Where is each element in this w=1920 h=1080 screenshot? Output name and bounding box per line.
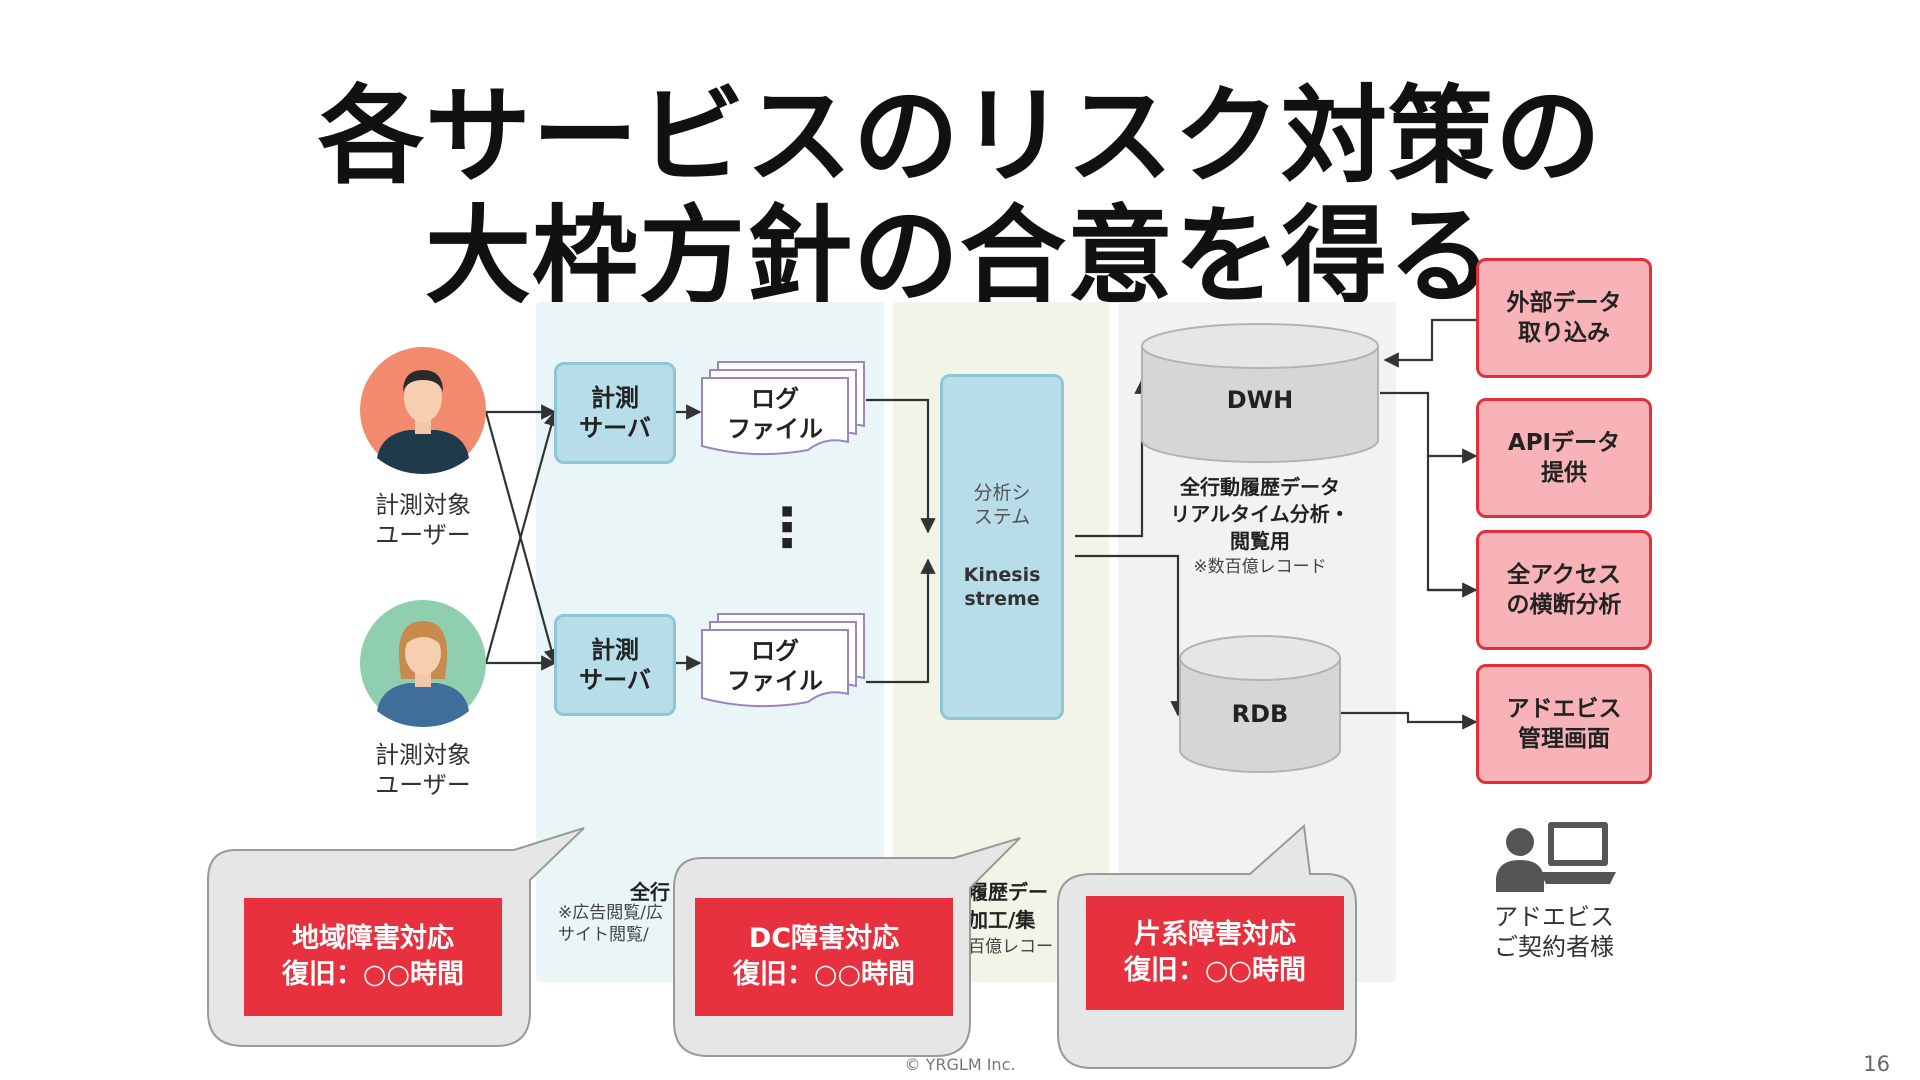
output-api-data: APIデータ 提供 bbox=[1476, 398, 1652, 518]
processing-band-note: 百億レコー bbox=[968, 937, 1053, 957]
measurement-server-top: 計測 サーバ bbox=[554, 362, 676, 464]
dwh-database-icon bbox=[1141, 323, 1379, 463]
processing-band-title: 履歴デー 加工/集 bbox=[968, 880, 1048, 932]
external-to-dwh-arrow bbox=[1383, 318, 1478, 368]
more-logs-ellipsis: ⋮ bbox=[760, 496, 814, 559]
slide-title-line2: 大枠方針の合意を得る bbox=[425, 195, 1495, 318]
output-external-data: 外部データ 取り込み bbox=[1476, 258, 1652, 378]
collection-band-title: 全行 bbox=[630, 880, 670, 904]
log-file-stack-top-icon bbox=[701, 361, 865, 456]
log-file-top: ログ ファイル bbox=[727, 385, 823, 443]
analysis-system-header: 分析シ ステム bbox=[973, 482, 1031, 528]
dwh-label: DWH bbox=[1226, 386, 1294, 414]
client-laptop-user-icon bbox=[1496, 822, 1616, 892]
copyright-footer: © YRGLM Inc. bbox=[904, 1055, 1016, 1074]
user-male-avatar-icon bbox=[360, 347, 486, 474]
analysis-system-box: 分析シ ステム Kinesis streme bbox=[940, 374, 1064, 720]
rdb-label: RDB bbox=[1231, 700, 1289, 728]
log2-to-kinesis-arrow bbox=[866, 558, 936, 684]
rdb-to-admin-arrow bbox=[1340, 711, 1478, 730]
kinesis-label: Kinesis streme bbox=[963, 564, 1041, 610]
user2-label: 計測対象 ユーザー bbox=[375, 741, 471, 799]
page-number: 16 bbox=[1863, 1052, 1890, 1076]
callout-regional-failure: 地域障害対応 復旧：○○時間 bbox=[244, 898, 502, 1016]
callout-dc-failure: DC障害対応 復旧：○○時間 bbox=[695, 898, 953, 1016]
rdb-database-icon bbox=[1179, 635, 1341, 773]
collection-band-note: ※広告閲覧/広 サイト閲覧/ bbox=[558, 903, 663, 945]
log1-to-kinesis-arrow bbox=[866, 398, 936, 534]
log-file-bottom: ログ ファイル bbox=[727, 637, 823, 695]
user2-to-server1-arrow bbox=[484, 410, 559, 664]
callout-single-system-failure: 片系障害対応 復旧：○○時間 bbox=[1086, 896, 1344, 1010]
log-file-stack-bottom-icon bbox=[701, 613, 865, 708]
dwh-record-note: ※数百億レコード bbox=[1193, 557, 1327, 577]
dwh-description: 全行動履歴データ リアルタイム分析・ 閲覧用 bbox=[1170, 475, 1350, 553]
output-cross-analysis: 全アクセス の横断分析 bbox=[1476, 530, 1652, 650]
measurement-server-bottom: 計測 サーバ bbox=[554, 614, 676, 716]
user1-label: 計測対象 ユーザー bbox=[375, 491, 471, 549]
output-admin-screen: アドエビス 管理画面 bbox=[1476, 664, 1652, 784]
user-female-avatar-icon bbox=[360, 600, 486, 727]
client-label: アドエビス ご契約者様 bbox=[1494, 903, 1614, 961]
kinesis-to-rdb-arrow bbox=[1075, 554, 1186, 717]
slide-title-line1: 各サービスのリスク対策の bbox=[318, 75, 1602, 198]
